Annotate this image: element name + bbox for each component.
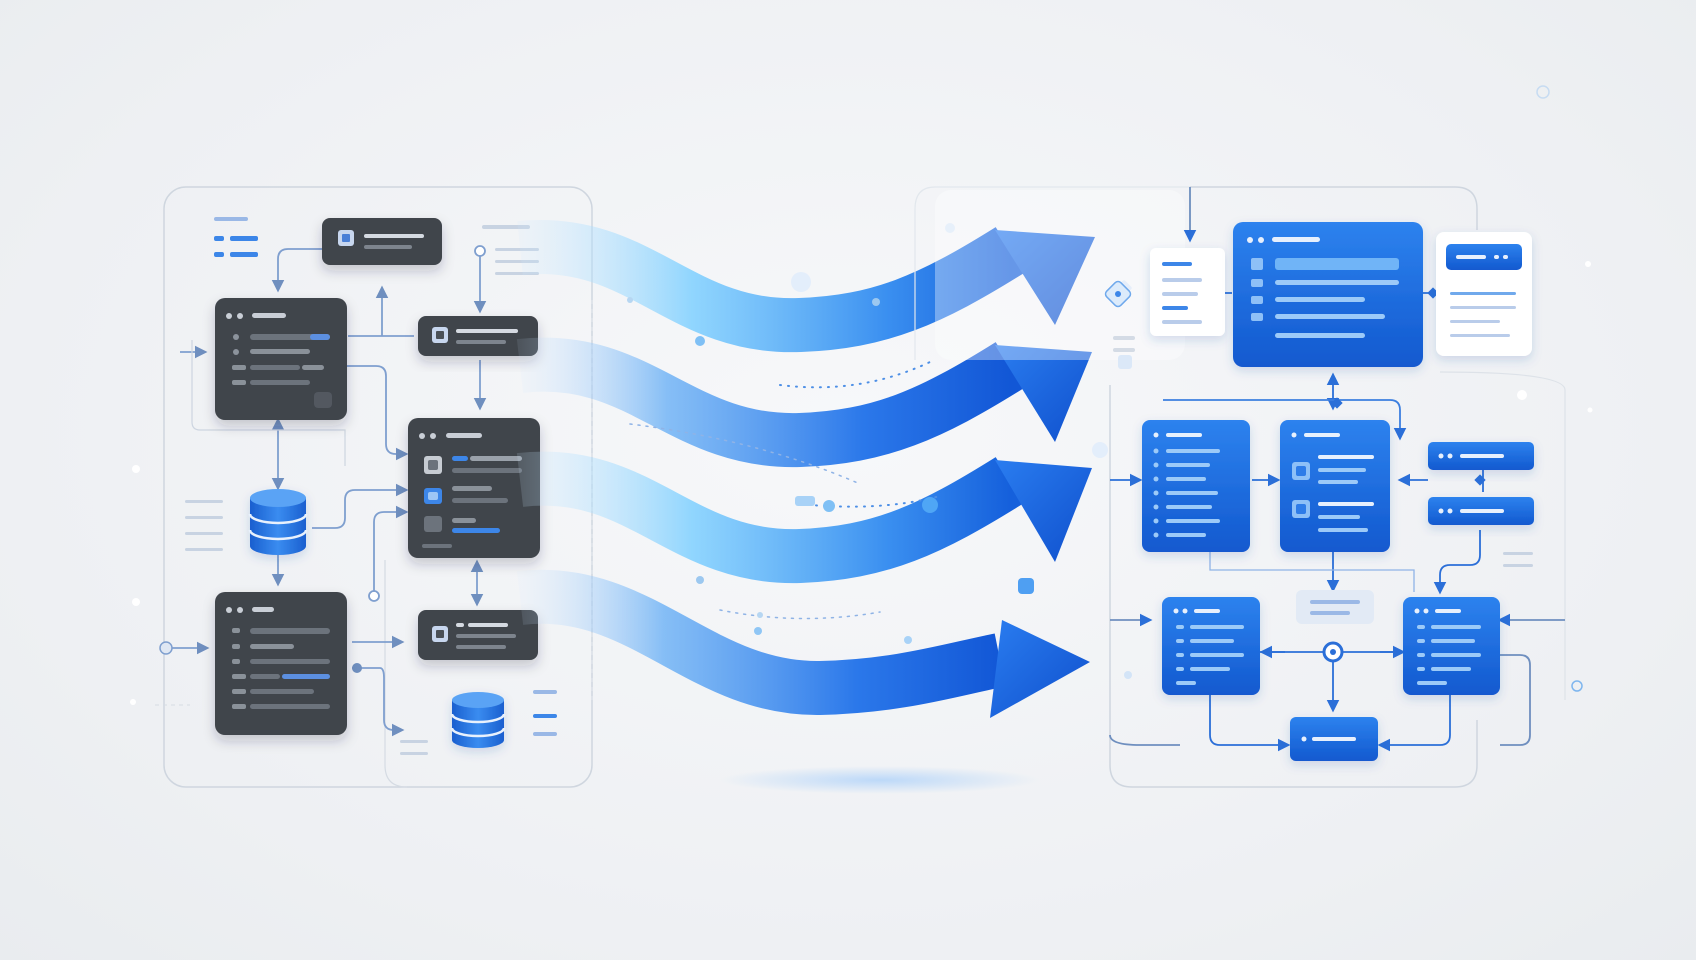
legacy-card-large-3: [215, 592, 347, 735]
modern-pill-2: [1428, 497, 1534, 525]
modern-card-main: [1233, 222, 1423, 367]
flow-arrow-icon: [517, 219, 1025, 353]
modern-card-list-3: [1162, 597, 1260, 695]
modern-card-list-4: [1403, 597, 1500, 695]
legacy-card-large-2: [408, 418, 540, 558]
legacy-card-small-2: [418, 316, 538, 356]
database-icon: [248, 489, 308, 555]
modern-pill-1: [1428, 442, 1534, 470]
decor-dot: [1587, 407, 1593, 413]
flow-arrow-icon: [516, 337, 1025, 468]
diamond-node-icon: [1104, 280, 1132, 308]
legacy-card-small-1: [322, 218, 442, 265]
decor-dot: [130, 699, 136, 705]
white-card-left: [1150, 248, 1225, 336]
diamond-node-icon: [1427, 287, 1439, 299]
arrowhead-icon: [995, 230, 1095, 325]
legacy-card-large-1: [215, 298, 347, 420]
flow-arrow-icon: [516, 569, 1006, 716]
junction-icon: [474, 245, 486, 257]
decor-dot: [132, 465, 140, 473]
junction-icon: [159, 641, 173, 655]
migration-arrows: [516, 219, 1108, 718]
decor-dot: [1585, 261, 1591, 267]
modern-card-list-1: [1142, 420, 1250, 552]
junction-icon: [352, 663, 362, 673]
modern-card-list-2: [1280, 420, 1390, 552]
arrowhead-icon: [990, 620, 1090, 718]
placeholder-card: [1296, 590, 1374, 624]
legacy-card-small-3: [418, 610, 538, 660]
diamond-node-icon: [1474, 474, 1486, 486]
diamond-node-icon: [1331, 397, 1343, 409]
flow-arrow-icon: [516, 451, 1025, 584]
modern-pill-bottom: [1290, 717, 1378, 761]
junction-icon: [368, 590, 380, 602]
floor-glow: [720, 766, 1040, 794]
arrowhead-icon: [995, 345, 1092, 442]
decor-dot: [132, 598, 140, 606]
white-card-right: [1436, 232, 1532, 356]
database-icon: [450, 692, 506, 748]
legacy-connectors: [166, 248, 487, 737]
arrowhead-icon: [995, 460, 1092, 562]
